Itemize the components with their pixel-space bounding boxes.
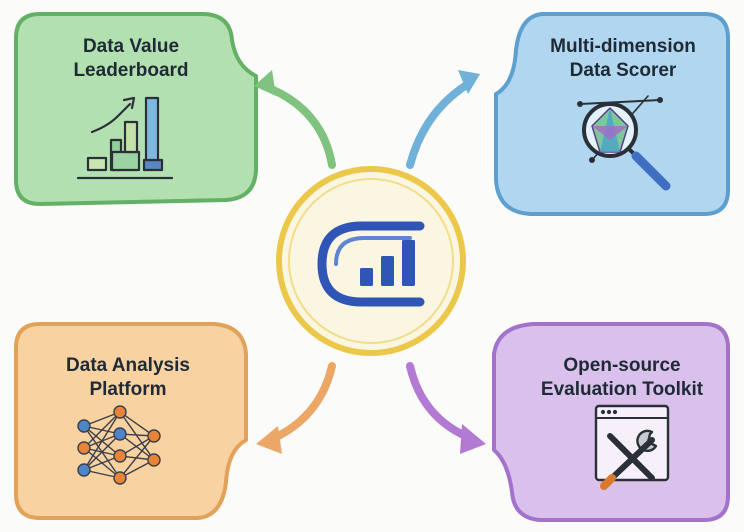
wrench-screwdriver-window-icon <box>594 404 670 490</box>
card-leaderboard <box>14 12 336 206</box>
card-platform-title-line-1: Data Analysis <box>66 355 190 376</box>
card-scorer <box>406 12 730 216</box>
central-hub <box>276 166 466 356</box>
card-platform-shape <box>14 322 248 520</box>
card-toolkit-title: Open-source Evaluation Toolkit <box>516 354 728 402</box>
card-leaderboard-shape <box>14 12 258 206</box>
arrow-to-scorer <box>406 70 480 169</box>
card-platform-title-line-2: Platform <box>89 379 167 400</box>
card-scorer-title-line-1: Multi-dimension <box>550 36 696 57</box>
card-platform <box>14 322 336 520</box>
card-scorer-title-line-2: Data Scorer <box>569 60 677 81</box>
card-leaderboard-title-line-2: Leaderboard <box>73 60 189 81</box>
arrow-to-platform <box>256 362 336 454</box>
card-toolkit-title-line-2: Evaluation Toolkit <box>540 379 704 400</box>
arrow-to-leaderboard <box>254 70 336 169</box>
arrow-to-toolkit <box>406 362 486 454</box>
card-toolkit-title-line-1: Open-source <box>563 355 681 376</box>
card-toolkit <box>406 322 730 522</box>
magnifier-radar-icon <box>577 95 671 191</box>
bar-chart-growth-icon <box>76 96 174 180</box>
card-leaderboard-title: Data Value Leaderboard <box>40 35 222 83</box>
neural-network-icon <box>77 405 161 485</box>
card-platform-title: Data Analysis Platform <box>28 354 228 402</box>
card-scorer-title: Multi-dimension Data Scorer <box>528 35 718 83</box>
card-leaderboard-title-line-1: Data Value <box>82 36 180 57</box>
data-logo-icon <box>317 221 425 307</box>
